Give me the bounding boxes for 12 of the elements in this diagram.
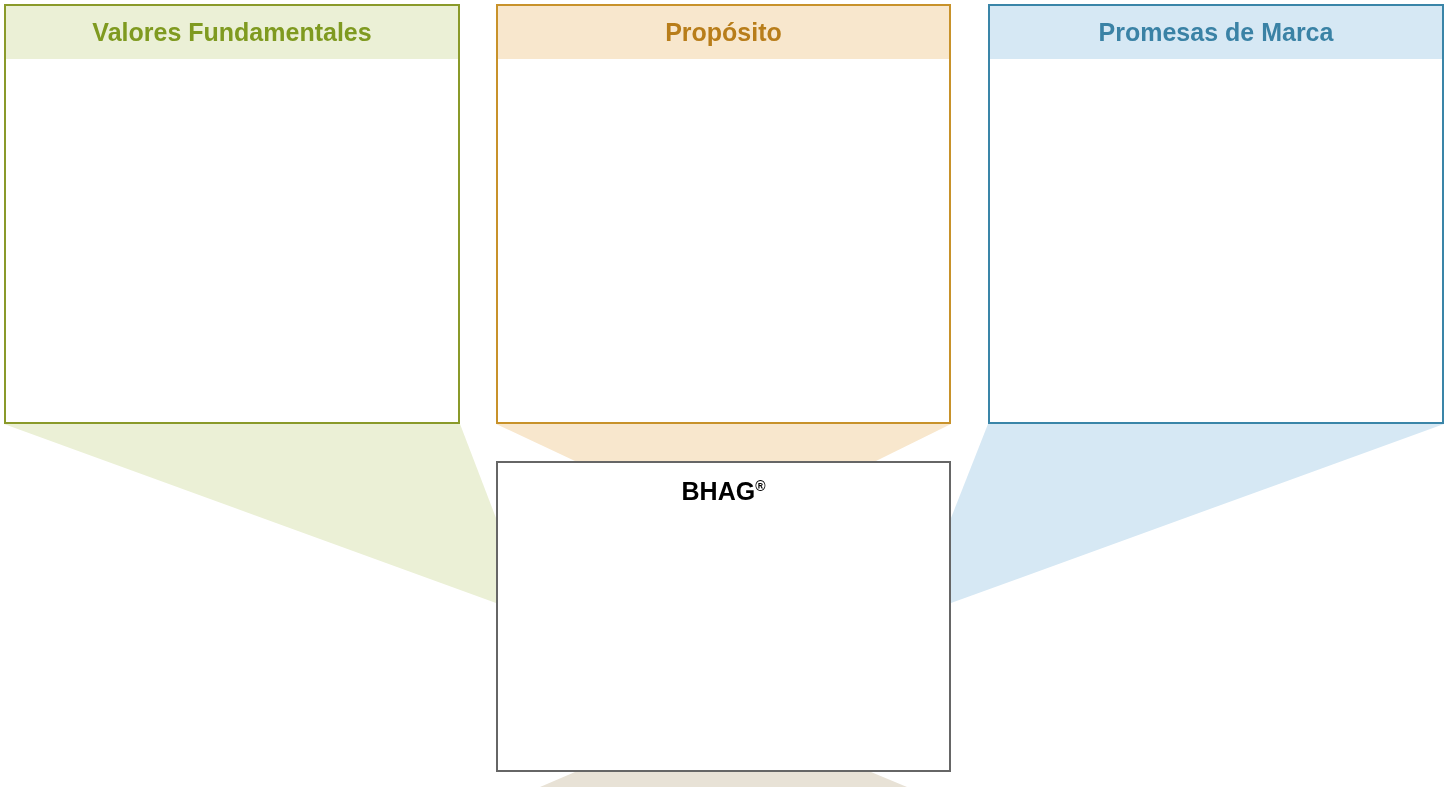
funnel-connector <box>496 424 951 461</box>
titled-panel <box>496 4 951 424</box>
panel-title: Propósito <box>665 18 782 47</box>
panel-title: BHAG$^{®}$ <box>681 477 766 505</box>
titled-panel <box>988 4 1444 424</box>
titled-panel <box>4 4 460 424</box>
funnel-connector <box>951 424 1444 603</box>
funnel-connector <box>4 424 496 603</box>
goal-panel <box>496 461 951 772</box>
funnel-connector <box>540 772 907 787</box>
panel-title: Promesas de Marca <box>1098 18 1334 47</box>
panel-title: Valores Fundamentales <box>92 18 372 47</box>
